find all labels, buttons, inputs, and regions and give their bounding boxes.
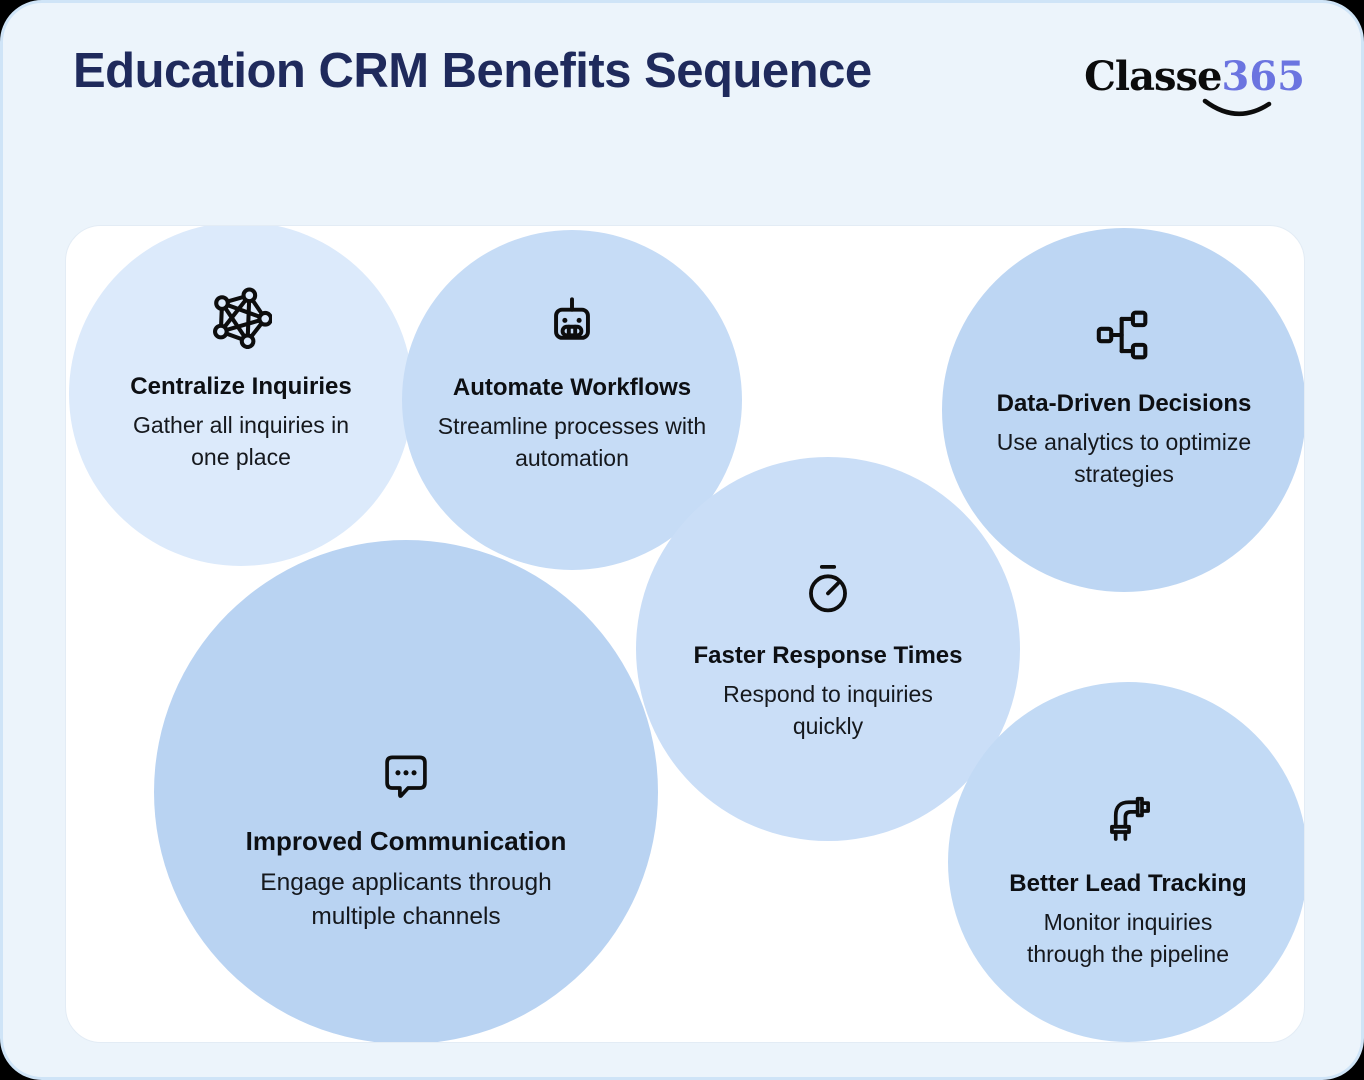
- classe365-logo: Classe365: [1084, 53, 1305, 100]
- bubble-title: Better Lead Tracking: [1009, 869, 1247, 897]
- bubble-description: Streamline processes with automation: [437, 412, 707, 471]
- robot-icon: [542, 290, 602, 350]
- page-title: Education CRM Benefits Sequence: [73, 44, 872, 98]
- bubble-description: Gather all inquiries in one place: [132, 411, 350, 470]
- bubble-title: Improved Communication: [245, 826, 567, 857]
- logo-smile-icon: [1202, 98, 1272, 117]
- timer-icon: [799, 560, 857, 618]
- benefit-bubble-centralize-inquiries: Centralize Inquiries Gather all inquirie…: [69, 226, 413, 566]
- network-graph-icon: [210, 287, 272, 349]
- bubble-description: Use analytics to optimize strategies: [996, 428, 1252, 487]
- bubble-description: Respond to inquiries quickly: [723, 680, 933, 739]
- bubble-description: Engage applicants through multiple chann…: [260, 869, 552, 930]
- benefit-bubble-improved-communication: Improved Communication Engage applicants…: [154, 540, 658, 1042]
- logo-number: 365: [1221, 53, 1306, 100]
- bubble-title: Data-Driven Decisions: [996, 389, 1252, 417]
- pipe-icon: [1100, 790, 1156, 846]
- bubble-title: Centralize Inquiries: [130, 372, 352, 400]
- chat-dots-icon: [378, 746, 434, 802]
- benefit-bubble-automate-workflows: Automate Workflows Streamline processes …: [402, 230, 742, 570]
- benefits-panel: Centralize Inquiries Gather all inquirie…: [65, 225, 1305, 1043]
- benefit-bubble-data-driven-decisions: Data-Driven Decisions Use analytics to o…: [942, 228, 1304, 592]
- tree-structure-icon: [1093, 304, 1155, 366]
- bubble-description: Monitor inquiries through the pipeline: [1026, 908, 1230, 967]
- logo-text: Classe: [1084, 53, 1222, 100]
- benefit-bubble-better-lead-tracking: Better Lead Tracking Monitor inquiries t…: [948, 682, 1304, 1042]
- bubble-title: Faster Response Times: [693, 641, 963, 669]
- bubble-title: Automate Workflows: [452, 373, 692, 401]
- benefit-bubble-faster-response-times: Faster Response Times Respond to inquiri…: [636, 457, 1020, 841]
